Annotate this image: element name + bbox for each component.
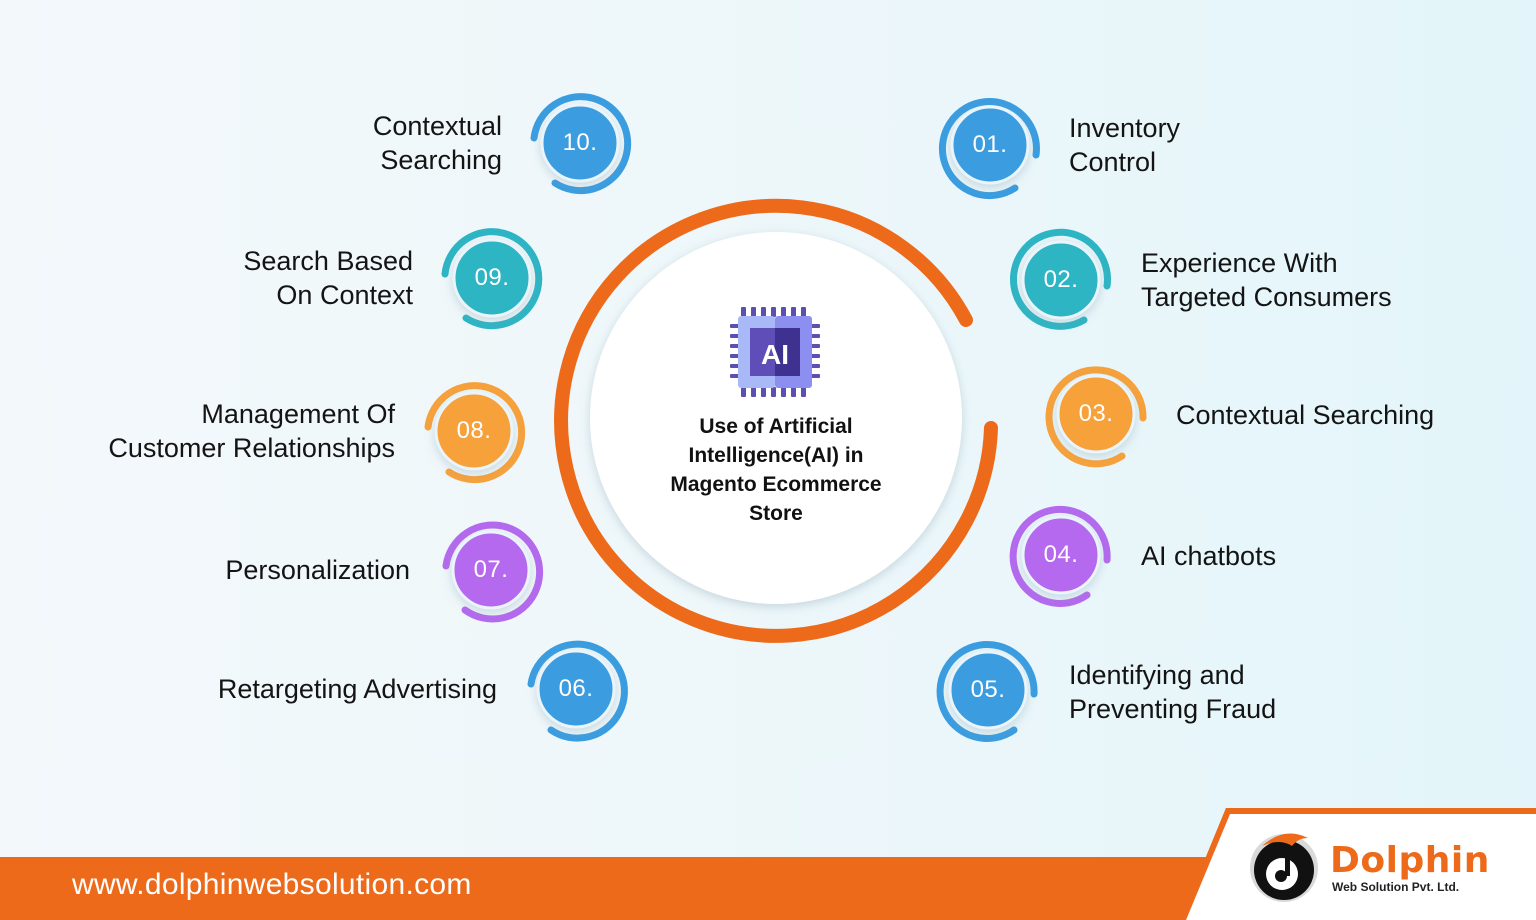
center-circle <box>590 232 962 604</box>
item-04-label: AI chatbots <box>1141 541 1277 571</box>
badge-05-number: 05. <box>970 676 1006 703</box>
brand-subtitle: Web Solution Pvt. Ltd. <box>1332 880 1460 894</box>
badge-09-graphic <box>441 228 543 330</box>
badge-06-number: 06. <box>558 675 594 702</box>
center-orange-ring <box>554 198 998 643</box>
badge-03-graphic <box>1045 366 1147 468</box>
badge-07-number: 07. <box>473 556 509 583</box>
brand-name: Dolphin <box>1330 840 1490 881</box>
badge-08-graphic <box>424 382 526 484</box>
badge-10-number: 10. <box>562 129 598 156</box>
badge-06-graphic <box>527 640 628 742</box>
badge-03-number: 03. <box>1078 400 1114 427</box>
badge-01-number: 01. <box>972 131 1008 158</box>
dolphin-music-note-logo-icon <box>1250 833 1318 902</box>
badge-01-graphic <box>938 98 1040 200</box>
ai-chip-icon <box>730 307 820 397</box>
badge-04-graphic <box>1009 505 1111 607</box>
badge-07-graphic <box>442 521 544 623</box>
ai-chip-text: AI <box>761 339 789 370</box>
item-03-label: Contextual Searching <box>1176 400 1435 430</box>
badge-04-number: 04. <box>1043 541 1079 568</box>
badge-08-number: 08. <box>456 417 492 444</box>
center-title: Use of Artificial Intelligence(AI) in Ma… <box>670 415 882 525</box>
badge-05-graphic <box>936 641 1038 742</box>
footer-url-link[interactable]: www.dolphinwebsolution.com <box>72 868 472 901</box>
item-07-label: Personalization <box>225 555 410 585</box>
badge-02-number: 02. <box>1043 266 1079 293</box>
badge-09-number: 09. <box>474 264 510 291</box>
item-06-label: Retargeting Advertising <box>217 674 497 704</box>
badge-02-graphic <box>1010 228 1111 330</box>
badge-10-graphic <box>530 93 632 195</box>
